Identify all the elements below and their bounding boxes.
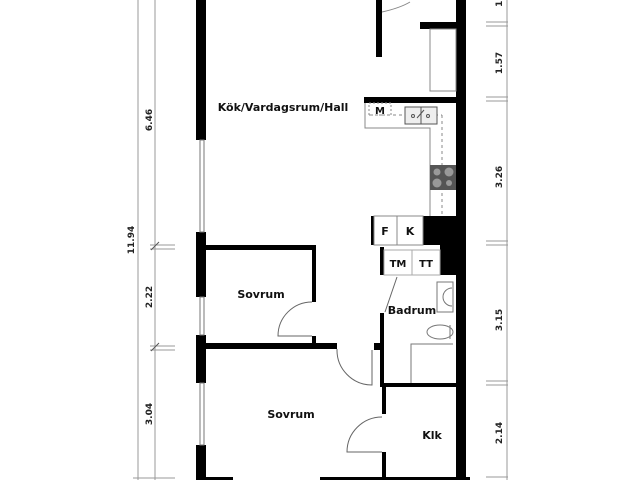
entry-door-arc	[381, 1, 411, 13]
laundry-units	[383, 249, 441, 276]
fridge-label: F	[381, 225, 389, 238]
room-label-closet: Klk	[422, 429, 442, 442]
room-label-bedroom-2: Sovrum	[267, 408, 314, 421]
dimension-total-left: 11.94	[127, 226, 137, 254]
drying-cabinet-label: TT	[419, 259, 433, 270]
room-label-living: Kök/Vardagsrum/Hall	[218, 101, 349, 114]
dimension-left-1: 6.46	[145, 109, 155, 131]
fridge-freezer	[373, 215, 424, 246]
stove-icon	[430, 165, 456, 190]
dimension-right-0: 1.	[495, 0, 505, 7]
sink-icon	[404, 106, 438, 125]
wardrobe	[429, 28, 457, 92]
freezer-label: K	[406, 225, 415, 238]
dimension-right-4: 2.14	[495, 422, 505, 444]
bathroom-fixtures	[410, 281, 454, 383]
dimension-right-3: 3.15	[495, 309, 505, 331]
right-dimension-lines	[486, 0, 508, 480]
room-label-bedroom-1: Sovrum	[237, 288, 284, 301]
microwave-label: M	[375, 106, 385, 117]
bathroom-door	[384, 276, 398, 313]
room-label-bathroom: Badrum	[388, 304, 436, 317]
dryer-label: TM	[390, 259, 407, 270]
windows	[199, 139, 205, 446]
dimension-right-1: 1.57	[495, 52, 505, 74]
dimension-left-3: 3.04	[145, 403, 155, 425]
walls	[196, 0, 470, 480]
dimension-right-2: 3.26	[495, 166, 505, 188]
door-arcs	[277, 301, 383, 453]
dimension-left-2: 2.22	[145, 286, 155, 308]
left-dimension-lines	[133, 0, 175, 480]
